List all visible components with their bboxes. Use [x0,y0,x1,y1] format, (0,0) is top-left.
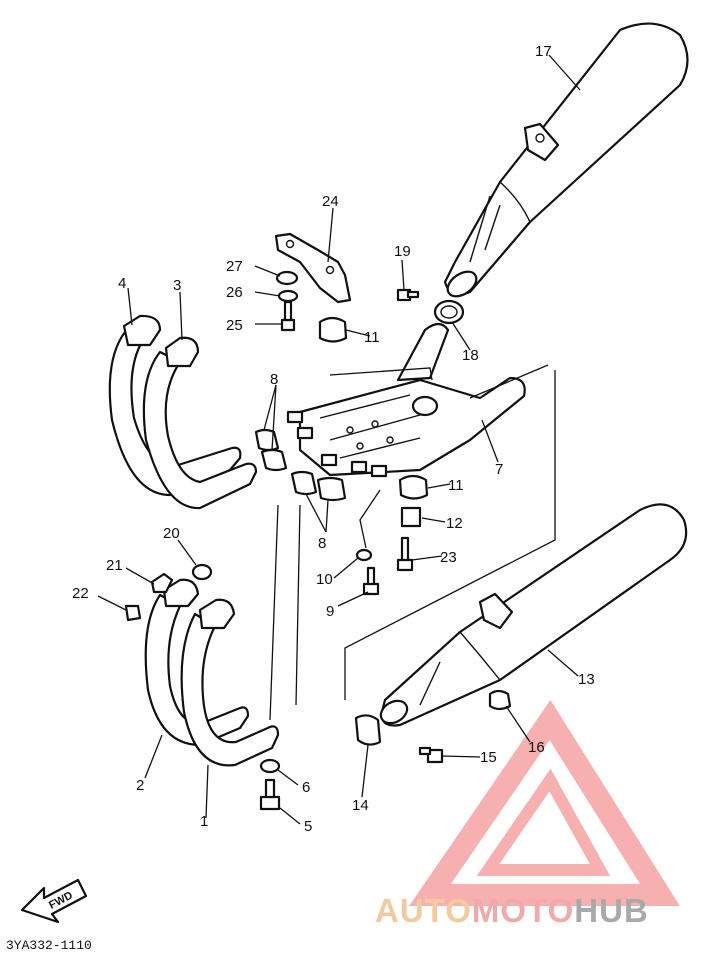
gasket-8-lower [290,470,347,502]
callout-2: 2 [136,777,144,794]
bolt-5 [259,778,281,811]
flange-21 [150,572,174,594]
exhaust-pipe-3 [142,336,258,510]
muffler-13 [379,503,688,727]
gasket-18 [433,299,465,325]
callout-10: 10 [316,571,333,588]
callout-5: 5 [304,818,312,835]
gasket-20 [191,563,213,581]
callout-14: 14 [352,797,369,814]
callout-11-top: 11 [364,329,380,346]
fwd-arrow-icon: FWD [20,878,88,924]
callout-18: 18 [462,347,479,364]
callout-8-lower: 8 [318,535,326,552]
callout-21: 21 [106,557,123,574]
callout-16: 16 [528,739,545,756]
bolt-23 [396,536,414,572]
damper-16 [488,689,512,711]
callout-8-upper: 8 [270,371,278,388]
gasket-8-upper [254,428,288,472]
callout-23: 23 [440,549,457,566]
watermark-moto: MOTO [471,892,575,929]
bolt-25 [280,300,296,332]
damper-11-top [318,316,348,343]
callout-9: 9 [326,603,334,620]
bolt-19 [396,288,420,302]
callout-22: 22 [72,585,89,602]
watermark-triangle-icon [409,699,680,906]
watermark-logo: AUTOMOTOHUB [375,892,649,930]
callout-11-bottom: 11 [448,477,464,494]
grommet-27 [275,270,299,286]
exhaust-pipe-4 [108,314,242,497]
reference-lines [269,364,556,721]
callout-numbers: 1 2 3 4 5 6 7 8 8 9 10 11 11 12 13 14 15… [72,43,595,835]
exhaust-pipe-1 [180,598,280,767]
bolt-15 [418,746,444,764]
bracket-24 [274,232,352,304]
callout-27: 27 [226,258,243,275]
diagram-code: 3YA332-1110 [6,938,92,953]
callout-26: 26 [226,284,243,301]
callout-24: 24 [322,193,339,210]
collector-7 [286,322,526,478]
leader-lines [97,54,581,825]
callout-4: 4 [118,275,126,292]
callout-13: 13 [578,671,595,688]
callout-15: 15 [480,749,497,766]
watermark-hub: HUB [574,892,649,929]
gasket-14 [354,714,382,746]
callout-19: 19 [394,243,411,260]
nut-22 [124,604,142,622]
washer-26 [277,289,299,303]
washer-6 [259,758,281,774]
exhaust-pipe-2 [144,578,250,747]
callout-20: 20 [163,525,180,542]
callout-25: 25 [226,317,243,334]
callout-7: 7 [495,461,503,478]
damper-11-bottom [398,474,429,500]
callout-1: 1 [200,813,208,830]
callout-12: 12 [446,515,463,532]
callout-17: 17 [535,43,552,60]
callout-3: 3 [173,277,181,294]
washer-10 [355,548,373,562]
muffler-17 [443,22,689,298]
collar-12 [400,506,422,528]
watermark-auto: AUTO [375,892,472,929]
callout-6: 6 [302,779,310,796]
bolt-9 [362,566,380,596]
